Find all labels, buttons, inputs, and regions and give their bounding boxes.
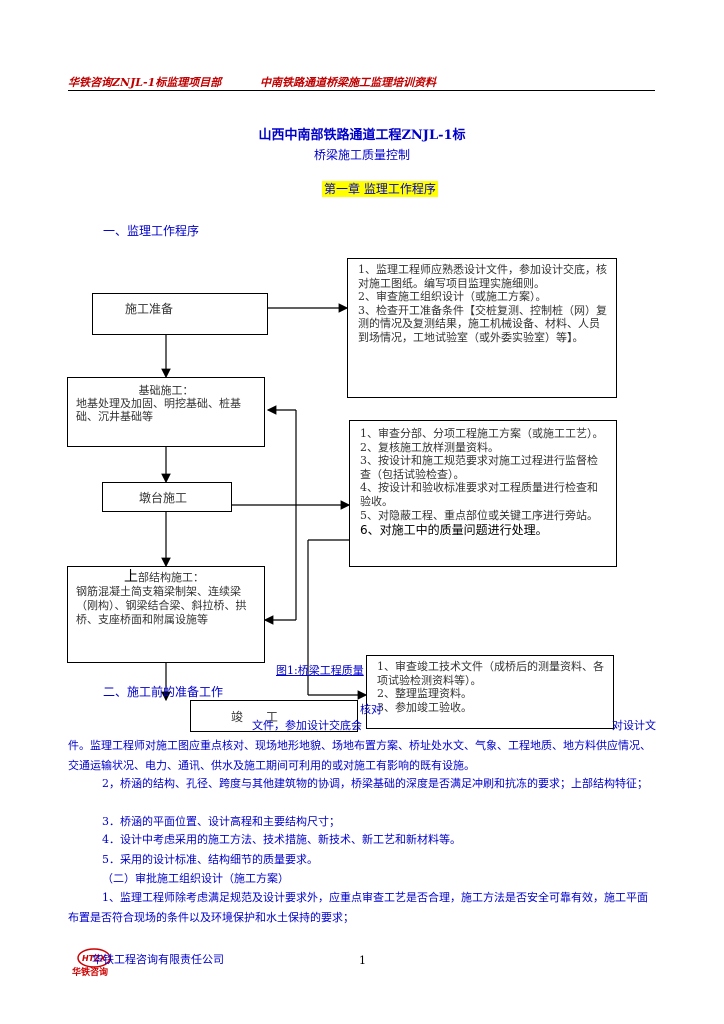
note-completion-line-3: 3、参加竣工验收。 xyxy=(377,700,472,714)
flow-super-body: 钢筋混凝土简支箱梁制架、连续梁（刚构）、钢梁结合梁、斜拉桥、拱桥、支座桥面和附属… xyxy=(76,585,247,626)
logo-mark-icon: HTZX xyxy=(77,948,111,968)
figure-caption: 图1:桥梁工程质量 xyxy=(276,664,364,677)
section-heading-2: 二、施工前的准备工作 xyxy=(103,685,224,699)
flow-super-title-first: 上 xyxy=(124,569,138,585)
note-construction-line-4: 4、按设计和验收标准要求对工程质量进行检查和验收。 xyxy=(360,481,598,508)
flow-pier-label: 墩台施工 xyxy=(139,491,188,505)
note-construction-line-3: 3、按设计和施工规范要求对施工过程进行监督检查（包括试验检查）。 xyxy=(360,454,598,481)
flow-box-superstructure: 上部结构施工： 钢筋混凝土简支箱梁制架、连续梁（刚构）、钢梁结合梁、斜拉桥、拱桥… xyxy=(67,566,265,663)
page-number: 1 xyxy=(359,954,366,967)
footer-company: 华铁工程咨询有限责任公司 xyxy=(92,953,224,966)
paragraph-3: 3．桥涵的平面位置、设计高程和主要结构尺寸； xyxy=(102,815,340,828)
note-box-prep: 1、监理工程师应熟悉设计文件，参加设计交底，核对施工图纸。编写项目监理实施细则。… xyxy=(347,258,617,398)
document-title: 山西中南部铁路通道工程ZNJL-1标 xyxy=(258,128,466,143)
body-fragment-c: 对设计文 xyxy=(612,719,656,732)
note-construction-line-6: 6、对施工中的质量问题进行处理。 xyxy=(360,523,548,538)
note-box-completion: 1、审查竣工技术文件（成桥后的测量资料、各项试验检测资料等）。 2、整理监理资料… xyxy=(366,655,614,729)
note-construction-line-1: 1、审查分部、分项工程施工方案（或施工工艺）。 xyxy=(360,427,604,440)
note-completion-line-2: 2、整理监理资料。 xyxy=(377,687,472,701)
svg-text:HTZX: HTZX xyxy=(82,954,107,963)
header-right: 中南铁路通道桥梁施工监理培训资料 xyxy=(260,76,436,89)
header-rule xyxy=(68,90,655,91)
flow-box-foundation: 基础施工： 地基处理及加固、明挖基础、桩基础、沉井基础等 xyxy=(67,377,265,447)
flow-box-complete: 竣 工 xyxy=(190,700,358,732)
flow-foundation-title: 基础施工： xyxy=(138,384,194,397)
flow-box-prep: 施工准备 xyxy=(92,293,268,335)
note-construction-line-2: 2、复核施工放样测量资料。 xyxy=(360,440,499,454)
paragraph-5: 5．采用的设计标准、结构细节的质量要求。 xyxy=(102,853,318,866)
paragraph-2: 2，桥涵的结构、孔径、跨度与其他建筑物的协调，桥梁基础的深度是否满足冲刷和抗冻的… xyxy=(102,777,648,790)
section-heading-1: 一、监理工作程序 xyxy=(103,224,200,238)
paragraph-6: （二）审批施工组织设计（施工方案） xyxy=(102,872,289,885)
paragraph-4: 4．设计中考虑采用的施工方法、技术措施、新技术、新工艺和新材料等。 xyxy=(102,833,461,846)
flow-foundation-body: 地基处理及加固、明挖基础、桩基础、沉井基础等 xyxy=(76,397,241,423)
note-prep-line-2: 2、审查施工组织设计（或施工方案）。 xyxy=(358,290,547,304)
chapter-heading: 第一章 监理工作程序 xyxy=(322,181,438,197)
note-completion-line-1: 1、审查竣工技术文件（成桥后的测量资料、各项试验检测资料等）。 xyxy=(377,660,604,687)
note-box-construction: 1、审查分部、分项工程施工方案（或施工工艺）。 2、复核施工放样测量资料。 3、… xyxy=(349,420,617,567)
logo-text: 华铁咨询 xyxy=(72,968,109,978)
body-fragment-a: 核对 xyxy=(360,703,382,716)
flow-prep-label: 施工准备 xyxy=(125,302,174,316)
document-subtitle: 桥梁施工质量控制 xyxy=(313,148,410,162)
note-construction-line-5: 5、对隐蔽工程、重点部位或关键工序进行旁站。 xyxy=(360,508,598,522)
note-prep-line-1: 1、监理工程师应熟悉设计文件，参加设计交底，核对施工图纸。编写项目监理实施细则。 xyxy=(358,263,607,290)
company-logo: HTZX 华铁咨询 xyxy=(68,946,120,978)
body-fragment-b: 文件，参加设计交底会 xyxy=(252,719,362,732)
note-prep-line-3: 3、检查开工准备条件【交桩复测、控制桩（网）复测的情况及复测结果，施工机械设备、… xyxy=(358,303,607,344)
paragraph-7: 1、监理工程师除考虑满足规范及设计要求外，应重点审查工艺是否合理，施工方法是否安… xyxy=(68,891,648,924)
paragraph-1: 件。监理工程师对施工图应重点核对、现场地形地貌、场地布置方案、桥址处水文、气象、… xyxy=(68,739,651,772)
flow-super-title: 部结构施工： xyxy=(138,571,204,584)
flow-box-pier: 墩台施工 xyxy=(102,482,232,512)
flow-complete-label: 竣 工 xyxy=(231,710,278,724)
header-left: 华铁咨询ZNJL-1标监理项目部 xyxy=(68,76,222,89)
